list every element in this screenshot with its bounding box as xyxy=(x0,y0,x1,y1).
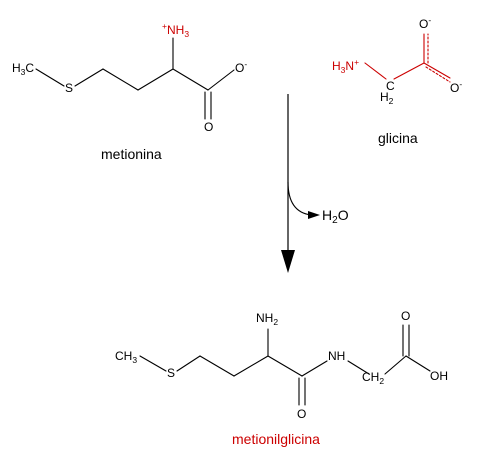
glycine-h3n-plus: H3N+ xyxy=(332,57,359,75)
product-o-amide: O xyxy=(297,407,306,421)
methionine-sulfur: S xyxy=(65,81,73,95)
product-bonds xyxy=(139,324,431,406)
methionine-bonds xyxy=(35,37,235,120)
glycine-bonds xyxy=(364,33,451,83)
product-nh: NH xyxy=(328,349,345,363)
glycine-ch2: C xyxy=(386,79,395,93)
product-ch3: CH3 xyxy=(115,349,137,365)
glycine-ch2-h: H2 xyxy=(380,90,394,106)
methionine-o-carboxylate: O- xyxy=(235,59,247,75)
product-sulfur: S xyxy=(167,366,175,380)
product-nh2: NH2 xyxy=(256,311,278,327)
methionine-structure: H3C S +NH3 O- O metionina xyxy=(12,21,247,162)
product-ch2: CH2 xyxy=(362,370,384,386)
product-o-acid: O xyxy=(401,309,410,323)
glycine-name: glicina xyxy=(378,130,418,146)
methionine-name: metionina xyxy=(101,146,162,162)
methionine-o-carbonyl: O xyxy=(204,120,213,134)
product-structure: CH3 S NH2 NH CH2 O O OH metionilglicina xyxy=(115,309,448,447)
glycine-structure: H3N+ C H2 O- O- glicina xyxy=(332,15,462,146)
product-oh: OH xyxy=(430,369,448,383)
water-label: H2O xyxy=(322,207,349,226)
product-name: metionilglicina xyxy=(232,431,320,447)
reaction-arrow: H2O xyxy=(281,94,349,273)
methionine-ch3: H3C xyxy=(12,61,34,77)
glycine-o-right: O- xyxy=(450,79,462,95)
glycine-o-top: O- xyxy=(419,15,431,31)
methionine-nh3-plus: +NH3 xyxy=(162,21,189,39)
